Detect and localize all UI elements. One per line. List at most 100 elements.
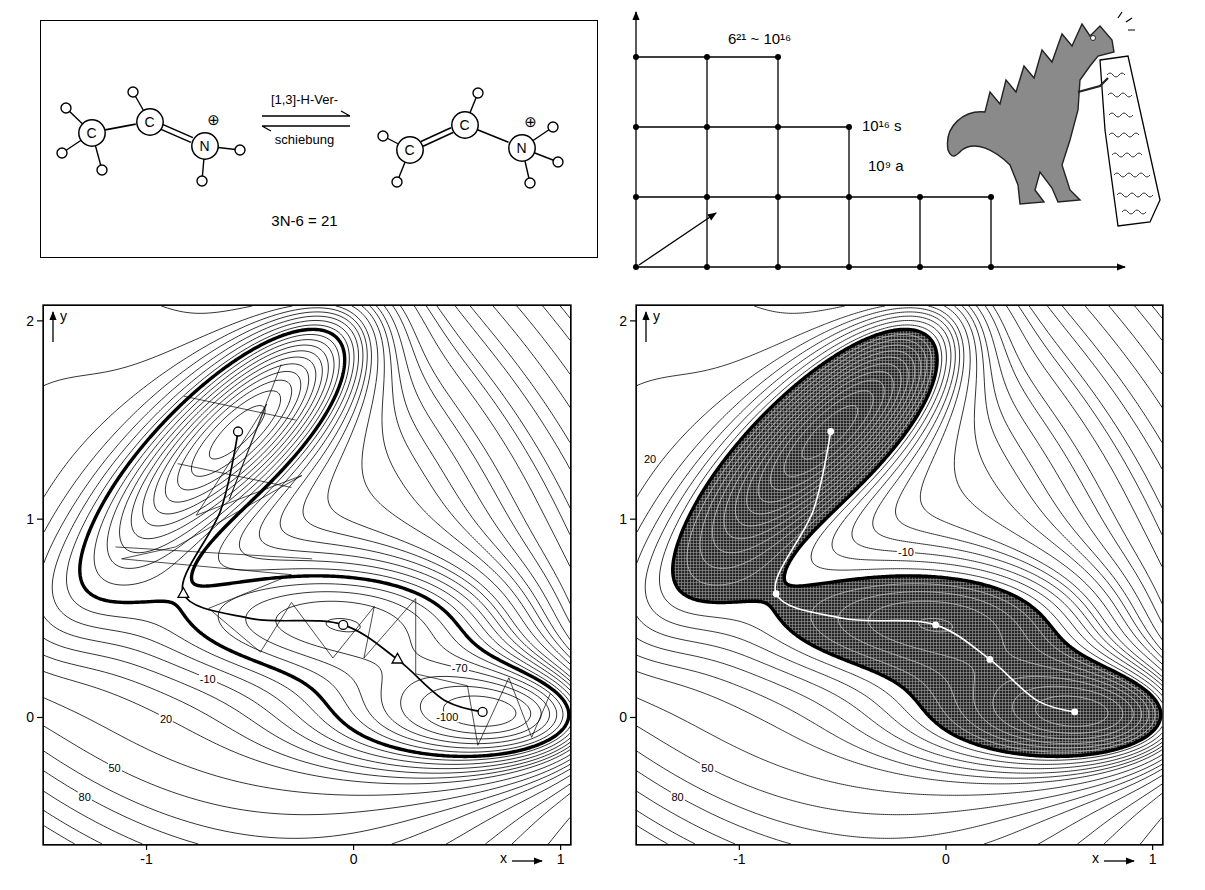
contour-line [414,305,571,845]
atom-circle-shape [136,108,162,134]
bond-line [477,130,508,143]
atom-outline [136,108,164,136]
contour-line [636,305,1163,845]
contour-line [43,305,571,845]
tick-label: 2 [26,314,34,328]
atom-outline [396,136,424,164]
tick-label: 1 [619,512,627,526]
contour-line [543,305,571,340]
contour-line [1135,305,1163,340]
contour-line [43,305,571,845]
contour-line [636,305,1163,845]
contour-value: 50 [107,762,121,773]
contour-line [43,305,571,845]
drawing-circle [775,124,781,130]
grid-line [707,57,991,267]
contour-line [43,305,571,845]
stationary-point [986,656,993,663]
atom-circle-shape [191,132,217,158]
contour-line [636,305,1163,845]
tick-label: 1 [26,512,34,526]
hydrogen-atom [235,145,245,155]
contour-line [636,305,1163,845]
tick-mark [739,845,740,850]
hydrogen-atom [392,177,402,187]
axis-line [635,12,636,267]
hydrogen-atoms [57,87,563,188]
atom-outline [78,119,106,147]
contour-line [1029,305,1163,508]
bond-line [421,128,453,146]
contour-line [636,305,1163,845]
tick-mark [630,320,636,321]
axis-name: x [500,851,507,865]
contour-line [1109,305,1163,374]
scribble-line [1114,173,1150,177]
scribble-line [1108,93,1132,97]
scribble-line [1109,133,1139,137]
drawing-circle [704,124,710,130]
contour-line [43,305,571,845]
drawing-g [43,305,571,845]
drawing-path [52,312,53,342]
drawing-circle [988,194,994,200]
charge-sign: ⊕ [524,114,537,129]
contour-line [43,305,571,845]
contour-line [636,305,1163,845]
contour-value: -10 [199,673,217,684]
chewing-marks [1118,12,1135,30]
contour-line [636,305,1163,845]
axis-name: y [652,309,661,323]
atom-outline [451,111,479,139]
grid-dots [633,54,994,270]
drawing-circle [775,264,781,270]
scribble-line [1122,210,1146,214]
tick-mark [353,845,354,850]
contour-line [493,305,571,407]
hydrogen-atom [197,176,207,186]
atom-circle: C [78,119,106,147]
hydrogen-atom [473,88,483,98]
formula-label: 3N-6 = 21 [271,213,337,228]
contour-line [43,305,571,845]
tick-label: 2 [619,314,627,328]
contour-line [560,305,571,318]
contour-line [636,305,1163,845]
contour-line [43,305,571,845]
tick-mark [37,717,43,718]
drawing-path [512,860,542,861]
bold-contour [80,329,569,756]
atom-circle-shape [508,134,534,160]
annotation-text: 10¹⁶ s [862,118,902,133]
time-grid [633,12,1125,270]
trajectory-line [122,364,551,745]
left-plot-area [43,305,571,845]
atom-symbol: C [404,143,414,157]
contour-line [636,305,1163,845]
contour-value: -100 [435,711,459,722]
annotation-text: 6²¹ ~ 10¹⁶ [728,31,791,46]
contour-line [636,305,1163,845]
drawing-path [1104,860,1134,861]
atom-circle-shape [396,136,422,162]
equilibrium-arrows [262,111,350,131]
tick-label: 1 [557,852,565,866]
contour-line [1047,305,1163,469]
tick-label: 0 [942,852,950,866]
minimum-marker [339,620,348,629]
atom-circle: C [451,111,479,139]
drawing-g [773,428,1078,715]
tick-label: -1 [140,852,152,866]
reaction-label: [1,3]-H-Ver- schiebung [250,80,360,160]
hydrogen-atom [97,165,107,175]
contour-line [636,305,1163,845]
plot-frame [636,305,1163,845]
contour-line [636,305,1163,845]
contour-value: -10 [897,546,915,557]
axis-arrows [53,312,1134,861]
tick-mark [37,519,43,520]
atom-symbol: N [199,139,209,153]
